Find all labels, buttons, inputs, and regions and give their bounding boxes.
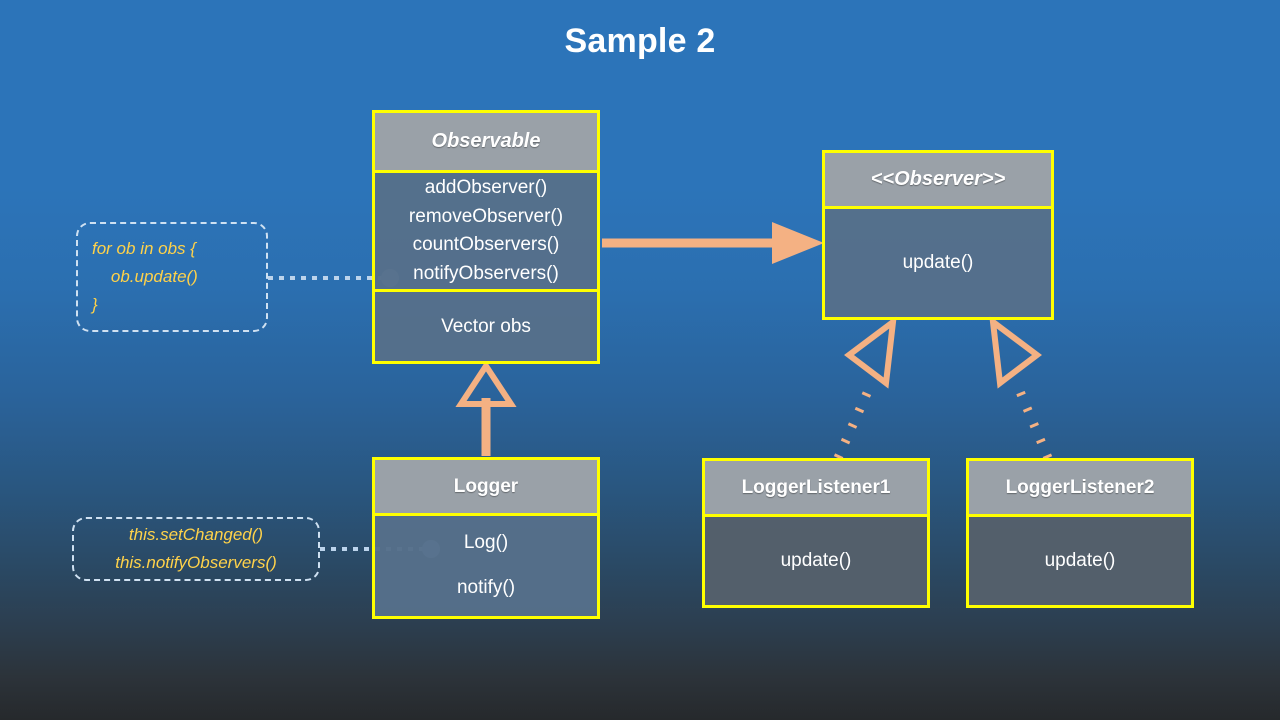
note-line-3: } [92,295,98,315]
connector-listener1-to-observer [833,315,897,460]
method-update: update() [1044,549,1116,571]
class-box-loggerlistener2[interactable]: LoggerListener2 update() [966,458,1194,608]
connector-observable-to-observer [602,222,824,264]
slide-title: Sample 2 [564,22,716,60]
method-countobservers: countObservers() [412,234,560,255]
class-box-loggerlistener1[interactable]: LoggerListener1 update() [702,458,930,608]
method-removeobserver: removeObserver() [408,205,564,227]
method-update: update() [902,251,974,273]
class-methods-observer: update() [825,209,1051,317]
method-addobserver: addObserver() [424,177,548,198]
class-methods-loggerlistener2: update() [969,517,1191,605]
class-methods-loggerlistener1: update() [705,517,927,605]
note-line-2: ob.update() [92,266,198,286]
class-attribute-vector-obs: Vector obs [375,289,597,361]
class-name-loggerlistener1: LoggerListener1 [705,461,927,517]
class-box-observer[interactable]: <<Observer>> update() [822,150,1054,320]
connector-logger-to-observable [455,360,517,456]
note-line-1: for ob in obs { [92,238,196,258]
class-methods-logger: Log() notify() [375,516,597,616]
class-methods-observable: addObserver() removeObserver() countObse… [375,173,597,289]
note-line-1: this.setChanged() [128,524,264,544]
class-name-logger: Logger [375,460,597,516]
class-name-loggerlistener2: LoggerListener2 [969,461,1191,517]
method-notify: notify() [456,577,516,598]
note-logger-log[interactable]: this.setChanged() this.notifyObservers() [72,517,320,581]
method-log: Log() [463,532,509,554]
class-name-observer: <<Observer>> [825,153,1051,209]
note-notify-observers[interactable]: for ob in obs { ob.update() } [76,222,268,332]
method-notifyobservers: notifyObservers() [413,262,559,284]
class-box-logger[interactable]: Logger Log() notify() [372,457,600,619]
method-update: update() [780,549,852,571]
connector-listener2-to-observer [989,315,1053,460]
note-line-2: this.notifyObservers() [115,553,277,572]
class-box-observable[interactable]: Observable addObserver() removeObserver(… [372,110,600,364]
class-name-observable: Observable [375,113,597,173]
